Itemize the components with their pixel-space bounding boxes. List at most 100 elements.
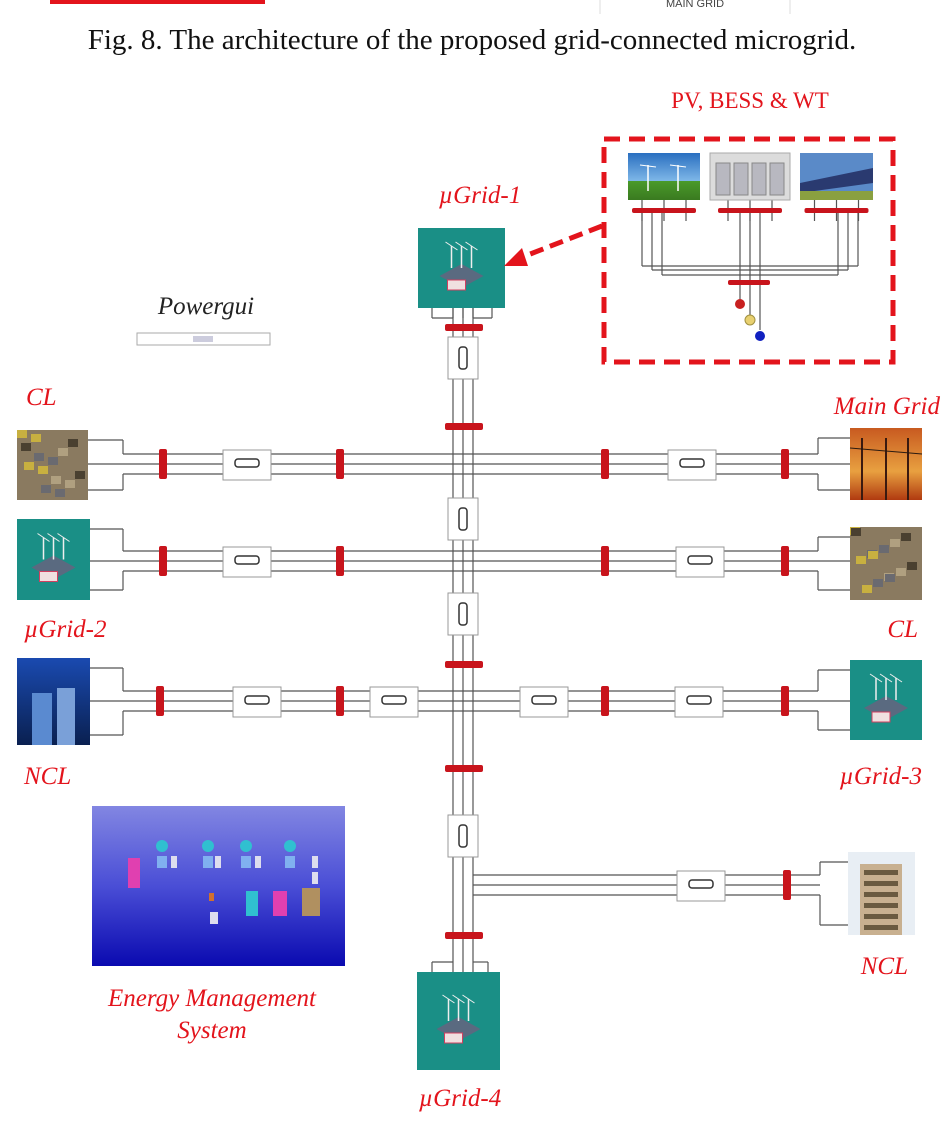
wind-image [628,153,700,200]
vertical-busbar [336,546,344,576]
cl-detail [31,434,41,442]
building-icon [444,1032,463,1044]
cropped-red-bar [50,0,265,4]
label-powergui: Powergui [157,293,254,320]
inset-title: PV, BESS & WT [671,88,829,113]
resistor-icon [688,879,714,889]
vertical-busbar [156,686,164,716]
turbine-blade [47,533,60,542]
vertical-busbar [781,546,789,576]
building-icon [32,693,52,745]
commercial-load-image [17,430,88,500]
microgrid-image [850,660,922,740]
building-icon [57,688,75,745]
resistor-icon [531,695,557,705]
microgrid-image [17,519,90,600]
vertical-busbar [601,546,609,576]
ground [800,191,873,200]
vertical-busbar [783,870,791,900]
cl-detail [48,457,58,465]
ncl-building-image [848,852,915,935]
inset-busbar [804,208,869,213]
window-row [864,881,898,886]
label-main-grid: Main Grid [833,393,941,420]
vertical-busbar [781,686,789,716]
turbine-blade [445,241,458,251]
window-row [864,870,898,875]
microgrid-image [418,228,505,308]
cl-detail [868,551,878,559]
vertical-busbar [601,449,609,479]
microgrid-image [417,972,500,1070]
vertical-busbar [601,686,609,716]
turbine-blade [889,673,903,683]
vertical-busbar [781,449,789,479]
main-grid-image [849,428,923,500]
window-row [864,903,898,908]
cl-detail [885,574,895,582]
building-icon [860,864,902,935]
turbine-blade [462,994,475,1004]
battery-rack-icon [751,162,767,196]
cl-detail [17,430,27,438]
label-ugrid-3: µGrid-3 [840,763,922,790]
turbine-blade [465,241,478,251]
label-ugrid-4: µGrid-4 [419,1085,501,1112]
cl-detail [879,545,889,553]
arrow-head-icon [504,248,528,266]
turbine-blade [57,533,70,542]
resistor-icon [687,555,713,565]
cl-detail [901,533,911,541]
phase-c-terminal-icon [755,331,765,341]
battery-rack-icon [769,162,785,196]
cl-detail [890,539,900,547]
label-ugrid-2: µGrid-2 [24,616,106,643]
commercial-load-image [850,527,922,600]
label-cl-left: CL [26,384,57,411]
resistor-icon [234,458,260,468]
horizontal-busbar [445,932,483,939]
cl-detail [75,471,85,479]
turbine-blade [879,673,893,683]
resistor-icon [381,695,407,705]
turbine-blade [669,164,687,168]
bess-source-image [709,152,791,201]
power-line [849,447,923,455]
inset-busbar [632,208,696,213]
horizontal-busbar [445,661,483,668]
vertical-busbar [159,449,167,479]
resistor-icon [458,824,468,848]
resistor-icon [234,555,260,565]
solar-panel-icon [800,168,873,193]
battery-rack-icon [733,162,749,196]
resistor-icon [458,507,468,531]
resistor-icon [244,695,270,705]
cl-detail [21,443,31,451]
cl-detail [24,462,34,470]
label-ncl-right: NCL [860,953,908,980]
resistor-icon [458,602,468,626]
components [17,152,923,1070]
label-ncl-left: NCL [23,763,71,790]
phase-a-terminal-icon [735,299,745,309]
horizontal-busbar [445,765,483,772]
energy-management-system-block[interactable] [92,806,345,966]
vertical-busbar [336,449,344,479]
resistor-icon [686,695,712,705]
cl-detail [862,585,872,593]
inset-dashed-border [601,136,896,365]
window-row [864,925,898,930]
cl-detail [51,476,61,484]
cl-detail [38,466,48,474]
inset-busbar [718,208,782,213]
turbine-blade [37,533,50,542]
main-grid-fragment: MAIN GRID [666,0,724,10]
horizontal-busbar [445,324,483,331]
turbine-blade [639,164,657,168]
turbine-blade [869,673,883,683]
cl-detail [65,480,75,488]
cl-detail [41,485,51,493]
label-cl-right: CL [887,616,918,643]
pv-source-image [800,153,873,200]
